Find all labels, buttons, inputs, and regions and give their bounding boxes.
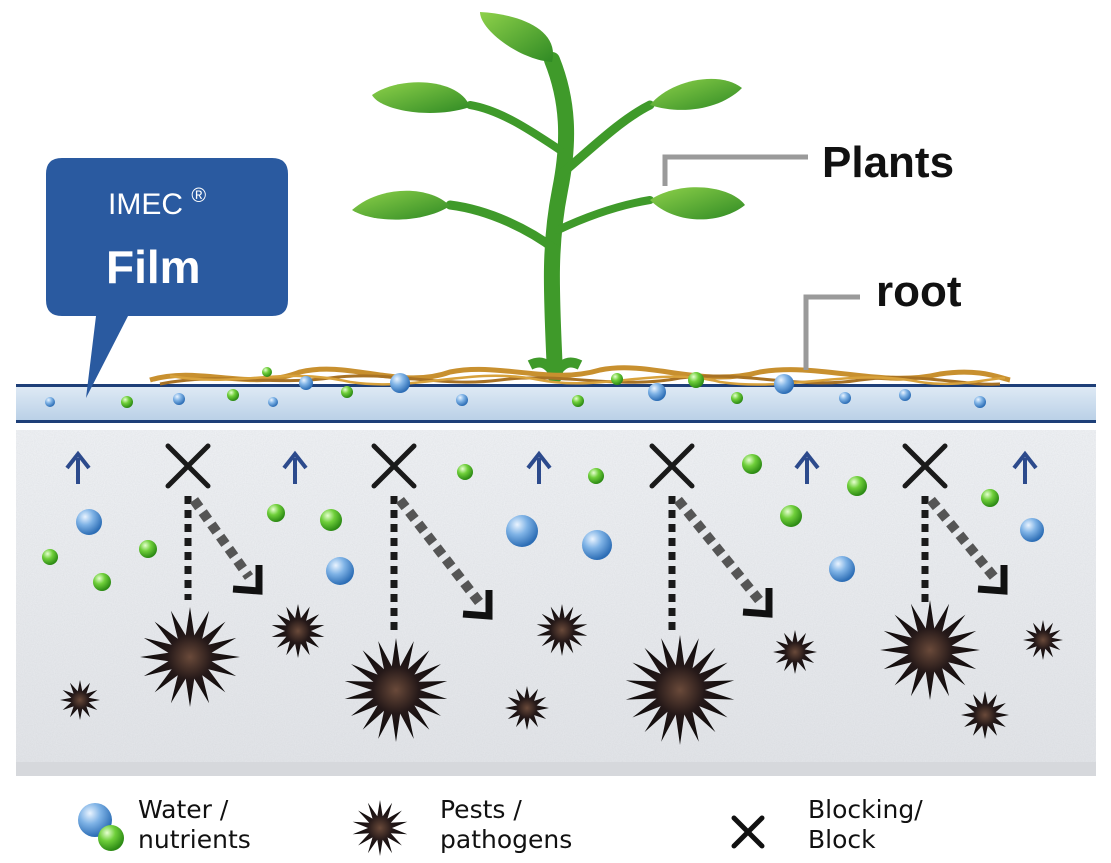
water-droplet [390,373,410,393]
plants-pointer-line [662,154,808,186]
nutrient-particle [731,392,743,404]
up-arrow-icon [794,450,820,484]
pest-burst-icon [1023,620,1063,660]
up-arrow-icon [65,450,91,484]
pest-burst-icon [536,604,588,656]
pest-burst-icon [961,691,1009,739]
legend-blocking-line2: Block [808,825,876,854]
arrow-head [742,588,773,618]
pest-burst-icon [344,638,448,742]
water-droplet [268,397,278,407]
diagonal-dashed-arrow [927,496,998,581]
pest-burst-icon [505,686,549,730]
pest-burst-icon [625,635,735,745]
water-droplet [76,509,102,535]
water-droplet [506,515,538,547]
pest-burst-shape [352,800,408,856]
water-droplet [326,557,354,585]
water-droplet [1020,518,1044,542]
blocking-group [902,443,1008,605]
plants-label: Plants [822,138,954,187]
water-droplet [582,530,612,560]
water-droplet [829,556,855,582]
nutrient-particle [262,367,272,377]
nutrient-particle [341,386,353,398]
nutrient-particle [267,504,285,522]
pointer-lines [662,154,860,370]
legend-water-line1: Water / [138,795,229,824]
water-droplet [173,393,185,405]
nutrient-particle [320,509,342,531]
water-droplet [899,389,911,401]
nutrient-particle [611,373,623,385]
nutrient-particle [588,468,604,484]
nutrient-particle [457,464,473,480]
nutrient-particle [121,396,133,408]
pest-burst-icon [140,607,240,707]
nutrient-particle [93,573,111,591]
water-droplet [648,383,666,401]
pest-burst-icon [880,600,980,700]
cross-icon [731,815,765,849]
blocking-group [165,443,263,600]
soil-layer [16,430,1096,776]
root-pointer-line [803,294,860,370]
cross-icon [371,443,417,489]
arrow-head [977,565,1008,595]
legend-pests-line1: Pests / [440,795,522,824]
legend: Water / nutrients Pests / pathogens Bloc… [78,795,923,856]
diagonal-dashed-arrow [674,496,763,604]
pests-group [60,600,1063,745]
registered-mark: ® [191,185,206,207]
pest-burst-icon [773,630,817,674]
blocking-group [371,443,493,630]
nutrient-particle [742,454,762,474]
diagonal-dashed-arrow [189,497,254,580]
callout-film-text: Film [106,241,201,293]
arrow-head [462,590,493,620]
upward-arrows [65,450,1038,484]
film-particles [45,367,986,408]
arrow-head [232,565,263,595]
pest-burst-icon [60,680,100,720]
imec-film-layer [16,384,1096,423]
pest-burst-icon [271,604,325,658]
imec-film-callout: IMEC ® Film [46,158,288,398]
pest-burst-icon [352,800,408,856]
nutrient-particle [227,389,239,401]
up-arrow-icon [282,450,308,484]
up-arrow-icon [526,450,552,484]
cross-icon [649,443,695,489]
blocking-group [649,443,773,632]
legend-water-line2: nutrients [138,825,251,854]
plant-illustration [149,12,1011,386]
water-droplet [774,374,794,394]
callout-title: IMEC ® [108,185,206,221]
leaf-top [480,12,554,62]
blocking-groups [165,443,1008,632]
water-droplet [839,392,851,404]
root-label: root [876,267,962,316]
water-droplet [299,376,313,390]
cross-icon [902,443,948,489]
cross-icon [165,443,211,489]
water-droplet [45,397,55,407]
water-droplet [974,396,986,408]
callout-line1: IMEC [108,188,183,221]
water-droplet [456,394,468,406]
nutrient-particle [780,505,802,527]
up-arrow-icon [1012,450,1038,484]
soil-particles [42,454,1044,591]
water-nutrient-droplets-icon [78,803,124,851]
diagonal-dashed-arrow [396,496,483,606]
nutrient-particle [847,476,867,496]
nutrient-particle [572,395,584,407]
legend-blocking-line1: Blocking/ [808,795,923,824]
nutrient-particle [981,489,999,507]
nutrient-particle [688,372,704,388]
nutrient-particle [42,549,58,565]
nutrient-particle [139,540,157,558]
legend-pests-line2: pathogens [440,825,572,854]
